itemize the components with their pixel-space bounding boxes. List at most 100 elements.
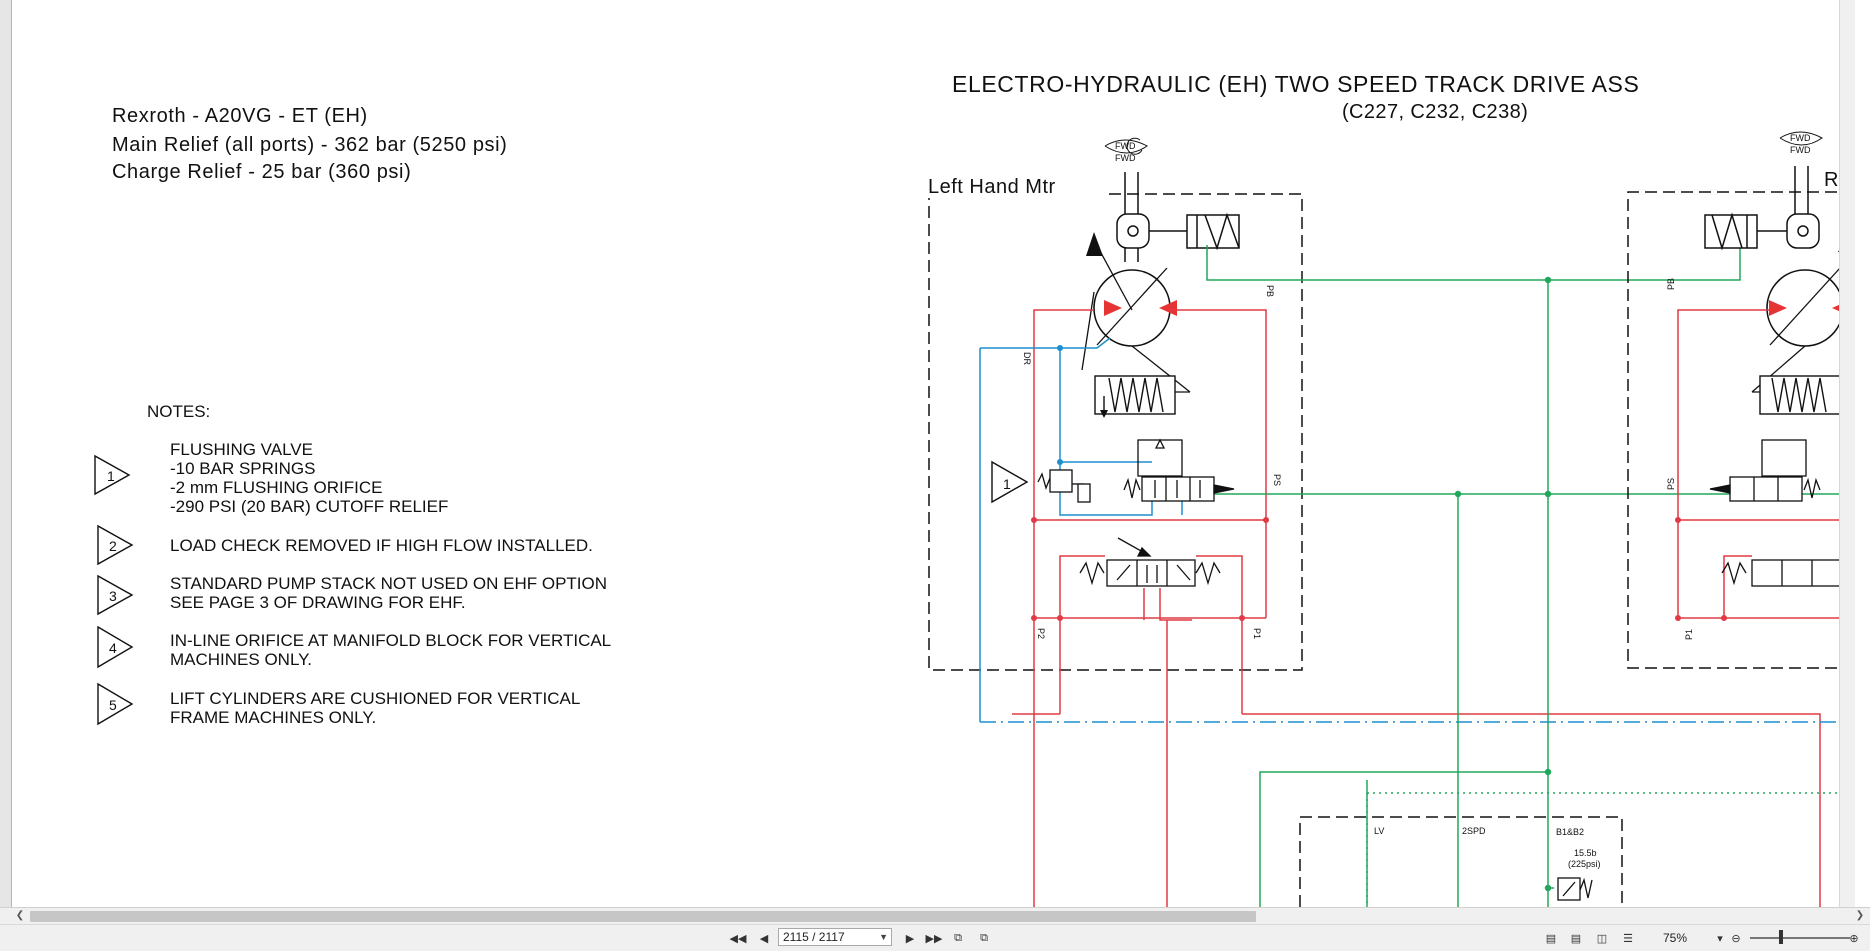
zoom-slider[interactable] xyxy=(1750,937,1850,939)
pressure-switch-icon xyxy=(1557,877,1593,901)
fwd-indicator-left: FWD FWD xyxy=(1104,137,1148,163)
port-label-ps: PS xyxy=(1666,478,1676,490)
note-marker-triangle xyxy=(97,574,134,616)
note-text: LOAD CHECK REMOVED IF HIGH FLOW INSTALLE… xyxy=(170,536,593,555)
note-number: 5 xyxy=(109,697,117,713)
pressure-switch-psi: (225psi) xyxy=(1568,859,1601,869)
note-marker-triangle xyxy=(97,682,134,726)
pressure-junctions xyxy=(1031,517,1269,621)
note-number: 4 xyxy=(109,640,117,656)
note-marker-triangle xyxy=(94,454,131,496)
diagram-title: ELECTRO-HYDRAULIC (EH) TWO SPEED TRACK D… xyxy=(952,71,1639,97)
port-label-ps: PS xyxy=(1272,474,1282,486)
document-page: ELECTRO-HYDRAULIC (EH) TWO SPEED TRACK D… xyxy=(12,0,1855,907)
document-viewport: ELECTRO-HYDRAULIC (EH) TWO SPEED TRACK D… xyxy=(0,0,1855,907)
zoom-in-icon[interactable]: ⊕ xyxy=(1849,932,1859,945)
zoom-dropdown-icon[interactable]: ▾ xyxy=(1717,932,1723,945)
two-speed-valve-left xyxy=(1123,438,1235,502)
svg-text:FWD: FWD xyxy=(1790,145,1811,155)
spec-line-3: Charge Relief - 25 bar (360 psi) xyxy=(112,161,411,183)
note-text: LIFT CYLINDERS ARE CUSHIONED FOR VERTICA… xyxy=(170,689,580,708)
horizontal-scrollbar[interactable]: ❮ ❯ xyxy=(0,907,1870,925)
zoom-slider-handle[interactable] xyxy=(1779,930,1783,944)
note-4: 4 IN-LINE ORIFICE AT MANIFOLD BLOCK FOR … xyxy=(97,625,611,669)
note-1: 1 FLUSHING VALVE -10 BAR SPRINGS -2 mm F… xyxy=(94,440,448,516)
note-text: -290 PSI (20 BAR) CUTOFF RELIEF xyxy=(170,497,448,516)
facing-view-icon[interactable]: ◫ xyxy=(1596,932,1608,945)
motor-shaft-brake xyxy=(1116,172,1240,262)
note-text: -2 mm FLUSHING ORIFICE xyxy=(170,478,383,497)
spec-line-2: Main Relief (all ports) - 362 bar (5250 … xyxy=(112,134,507,156)
fwd-indicator-right: FWD FWD xyxy=(1779,131,1823,155)
note-3: 3 STANDARD PUMP STACK NOT USED ON EHF OP… xyxy=(97,574,607,616)
next-page-icon[interactable]: ▶ xyxy=(905,932,915,945)
svg-text:FWD: FWD xyxy=(1115,153,1136,163)
left-motor-enclosure xyxy=(928,193,1303,671)
continuous-view-icon[interactable]: ▤ xyxy=(1570,932,1582,945)
manifold-label-2spd: 2SPD xyxy=(1462,826,1486,836)
page-number-field[interactable]: 2115 / 2117 ▼ xyxy=(778,928,892,946)
note-text: MACHINES ONLY. xyxy=(170,650,312,669)
svg-text:FWD: FWD xyxy=(1790,133,1811,143)
port-label-pb: PB xyxy=(1265,285,1275,297)
port-label-dr: DR xyxy=(1022,352,1032,365)
pressure-lines-right xyxy=(1677,309,1855,619)
port-label-pb: PB xyxy=(1666,278,1676,290)
pressure-switch-value: 15.5b xyxy=(1574,848,1597,858)
notes-heading: NOTES: xyxy=(147,402,210,421)
flow-arrow-red xyxy=(1159,300,1177,316)
single-page-view-icon[interactable]: ▤ xyxy=(1545,932,1557,945)
flushing-valve-left xyxy=(1037,469,1091,503)
pressure-junctions-right xyxy=(1675,517,1727,621)
note-number: 2 xyxy=(109,538,117,554)
note-text: FLUSHING VALVE xyxy=(170,440,313,459)
port-label-p1: P1 xyxy=(1252,628,1262,639)
pilot-junctions xyxy=(1454,276,1552,892)
note-marker-triangle xyxy=(97,524,134,566)
port-label-p2: P2 xyxy=(1036,628,1046,639)
case-drain-lines xyxy=(979,337,1183,722)
zoom-out-icon[interactable]: ⊖ xyxy=(1731,932,1741,945)
note-number: 1 xyxy=(107,468,115,484)
diagram-subtitle: (C227, C232, C238) xyxy=(1342,101,1528,123)
manifold-label-lv: LV xyxy=(1374,826,1384,836)
loop-flush-valve-right xyxy=(1721,559,1855,587)
note-text: -10 BAR SPRINGS xyxy=(170,459,316,478)
first-page-icon[interactable]: ◀◀ xyxy=(729,932,747,945)
case-drain-junctions xyxy=(1057,345,1063,465)
fit-width-icon[interactable]: ⧉ xyxy=(980,931,988,944)
note-text: IN-LINE ORIFICE AT MANIFOLD BLOCK FOR VE… xyxy=(170,631,611,650)
fit-page-icon[interactable]: ⧉ xyxy=(954,931,962,944)
scrollbar-thumb[interactable] xyxy=(30,911,1256,922)
note-text: SEE PAGE 3 OF DRAWING FOR EHF. xyxy=(170,593,466,612)
note-text: STANDARD PUMP STACK NOT USED ON EHF OPTI… xyxy=(170,574,607,593)
chevron-down-icon[interactable]: ▼ xyxy=(879,932,888,942)
spec-line-1: Rexroth - A20VG - ET (EH) xyxy=(112,105,368,127)
right-motor-enclosure xyxy=(1627,191,1855,669)
pressure-lines xyxy=(1012,309,1821,907)
note-marker-triangle xyxy=(97,625,134,669)
zoom-level[interactable]: 75% xyxy=(1663,931,1688,945)
motor-shaft-brake-right xyxy=(1704,166,1820,251)
loop-flush-valve-left xyxy=(1079,537,1221,587)
flow-arrow-red xyxy=(1104,300,1122,316)
manifold-block xyxy=(1299,816,1623,907)
note-number: 3 xyxy=(109,588,117,604)
left-gutter xyxy=(0,0,12,907)
scroll-right-icon[interactable]: ❯ xyxy=(1855,910,1865,921)
note-5: 5 LIFT CYLINDERS ARE CUSHIONED FOR VERTI… xyxy=(97,682,580,727)
port-label-p1: P1 xyxy=(1684,629,1694,640)
hydraulic-schematic: ELECTRO-HYDRAULIC (EH) TWO SPEED TRACK D… xyxy=(94,71,1855,907)
previous-page-icon[interactable]: ◀ xyxy=(759,932,769,945)
svg-text:1: 1 xyxy=(1003,476,1011,492)
left-motor-label: Left Hand Mtr xyxy=(928,176,1056,198)
last-page-icon[interactable]: ▶▶ xyxy=(925,932,943,945)
vertical-scrollbar[interactable] xyxy=(1839,0,1855,907)
svg-text:FWD: FWD xyxy=(1115,141,1136,151)
left-hydraulic-motor xyxy=(1081,232,1191,393)
continuous-facing-icon[interactable]: ☰ xyxy=(1623,932,1633,945)
scroll-left-icon[interactable]: ❮ xyxy=(15,910,25,921)
note-text: FRAME MACHINES ONLY. xyxy=(170,708,376,727)
displacement-control-block xyxy=(1094,375,1176,418)
note-marker-1-left: 1 xyxy=(991,460,1029,504)
